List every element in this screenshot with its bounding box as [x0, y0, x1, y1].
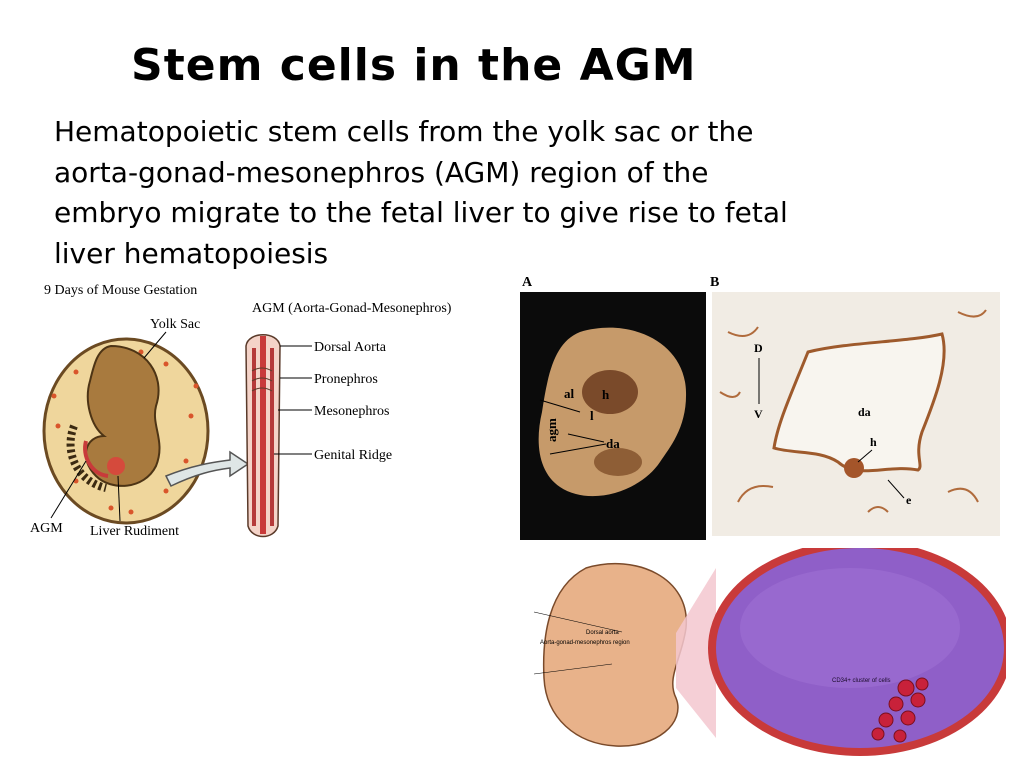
body-line-1: Hematopoietic stem cells from the yolk s…: [54, 115, 754, 148]
body-line-2: aorta-gonad-mesonephros (AGM) region of …: [54, 155, 709, 189]
cd34-label: CD34+ cluster of cells: [832, 678, 891, 684]
mouse-gestation-diagram: 9 Days of Mouse Gestation Yolk Sac AGM L…: [16, 276, 512, 546]
label-d: D: [754, 341, 763, 355]
body-line-3: embryo migrate to the fetal liver to giv…: [54, 196, 788, 229]
label-da: da: [606, 436, 620, 451]
yolk-sac-label: Yolk Sac: [150, 317, 200, 332]
dorsal-aorta-small-label: Dorsal aorta: [586, 630, 619, 636]
label-l: l: [590, 408, 594, 423]
aorta-section-panel: B D V da h e: [710, 275, 1000, 536]
dorsal-aorta-shape: [260, 336, 266, 534]
agm-label: AGM: [30, 521, 63, 536]
panel-b-letter: B: [710, 275, 719, 290]
dorsal-aorta-lumen: [772, 332, 946, 473]
zoom-wedge: [676, 568, 716, 738]
mesonephros-label: Mesonephros: [314, 404, 389, 419]
pronephros-label: Pronephros: [314, 372, 378, 387]
agm-red-region: [83, 440, 109, 478]
cd34-cluster-figure: Dorsal aorta Aorta-gonad-mesonephros reg…: [533, 548, 1006, 756]
label-da-b: da: [858, 405, 871, 419]
label-agm: agm: [544, 418, 559, 442]
label-h-b: h: [870, 435, 877, 449]
label-e: e: [906, 493, 912, 507]
gestation-heading: 9 Days of Mouse Gestation: [44, 283, 197, 298]
body-line-4: liver hematopoiesis: [54, 236, 329, 270]
label-h: h: [602, 387, 610, 402]
liver-rudiment-shape: [107, 457, 125, 475]
agm-heading: AGM (Aorta-Gonad-Mesonephros): [252, 301, 452, 316]
agm-region-small-label: Aorta-gonad-mesonephros region: [540, 640, 630, 646]
dorsal-aorta-label: Dorsal Aorta: [314, 340, 387, 355]
label-al: al: [564, 386, 575, 401]
label-v: V: [754, 407, 763, 421]
slide-title: Stem cells in the AGM: [131, 40, 697, 91]
embryo-drawing: [542, 563, 687, 747]
yolk-sac-dots: [51, 349, 199, 515]
embryo-photo-panel: A al h l agm da: [520, 275, 706, 540]
cd34-cells: [871, 677, 929, 743]
slide-body-text: Hematopoietic stem cells from the yolk s…: [54, 112, 934, 274]
genital-ridge-label: Genital Ridge: [314, 448, 392, 463]
panel-a-letter: A: [522, 275, 533, 290]
liver-rudiment-label: Liver Rudiment: [90, 524, 179, 539]
embryo-shape: [85, 344, 161, 487]
cell-cluster-h: [844, 458, 864, 478]
embryo-somites: [66, 424, 108, 492]
